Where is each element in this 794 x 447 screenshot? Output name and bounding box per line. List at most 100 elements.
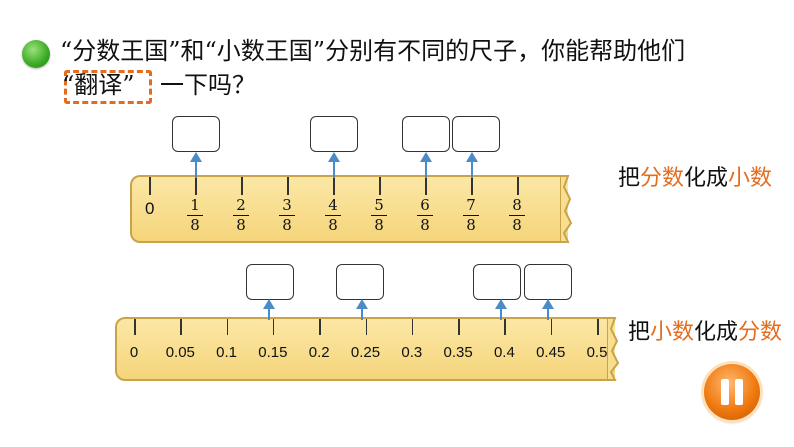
question-line-2: 一下吗？ [160, 71, 256, 99]
fraction-bar [233, 215, 249, 216]
fraction-denominator: 8 [374, 216, 384, 234]
pause-icon [721, 379, 729, 405]
arrow-line-6-8 [425, 160, 427, 178]
fraction-bar [509, 215, 525, 216]
fraction-denominator: 8 [328, 216, 338, 234]
fraction-denominator: 8 [282, 216, 292, 234]
highlight-dashed-box [64, 70, 152, 104]
arrow-up-icon [263, 299, 275, 309]
answer-box-4-8[interactable] [310, 116, 358, 152]
fraction-numerator: 2 [236, 196, 246, 214]
fraction-ruler-torn-end [560, 175, 573, 243]
fraction-bar [417, 215, 433, 216]
arrow-line-0-45 [547, 307, 549, 320]
ruler-tick [180, 319, 182, 335]
arrow-line-0-4 [500, 307, 502, 320]
pause-button[interactable] [704, 364, 760, 420]
ruler-tick [425, 177, 427, 195]
arrow-up-icon [356, 299, 368, 309]
arrow-line-0-25 [361, 307, 363, 320]
decimal-tick-label: 0.3 [401, 344, 423, 361]
ruler-tick [517, 177, 519, 195]
fraction-bar [325, 215, 341, 216]
answer-box-0-4[interactable] [473, 264, 521, 300]
green-bullet-icon [22, 40, 50, 68]
arrow-line-7-8 [471, 160, 473, 178]
fraction-denominator: 8 [236, 216, 246, 234]
ruler-tick [411, 319, 414, 335]
fraction-denominator: 8 [466, 216, 476, 234]
decimal-tick-label: 0.45 [536, 344, 566, 361]
arrow-line-4-8 [333, 160, 335, 178]
ruler-tick [597, 319, 599, 335]
answer-box-0-15[interactable] [246, 264, 294, 300]
ruler-tick [226, 319, 229, 335]
arrow-up-icon [190, 152, 202, 162]
arrow-up-icon [328, 152, 340, 162]
fraction-denominator: 8 [512, 216, 522, 234]
fraction-ruler-zero-label: 0 [145, 199, 155, 218]
fraction-denominator: 8 [420, 216, 430, 234]
decimal-tick-label: 0.4 [493, 344, 515, 361]
answer-box-0-25[interactable] [336, 264, 384, 300]
decimal-tick-label: 0.25 [350, 344, 381, 361]
ruler-tick [458, 319, 460, 335]
decimal-tick-label: 0.5 [586, 344, 608, 361]
pause-icon [735, 379, 743, 405]
ruler-tick [504, 319, 506, 335]
answer-box-1-8[interactable] [172, 116, 220, 152]
fraction-denominator: 8 [190, 216, 200, 234]
decimal-to-fraction-label: 把小数化成分数 [628, 314, 782, 346]
decimal-tick-label: 0.05 [165, 344, 195, 361]
ruler-tick [379, 177, 381, 195]
ruler-tick [134, 319, 136, 335]
decimal-tick-label: 0.2 [308, 344, 330, 361]
label-to: 小数 [728, 165, 773, 190]
fraction-numerator: 4 [328, 196, 338, 214]
label-from: 分数 [640, 165, 685, 190]
ruler-tick [241, 177, 243, 195]
fraction-numerator: 5 [374, 196, 384, 214]
label-to: 分数 [738, 319, 783, 344]
ruler-tick [471, 177, 473, 195]
fraction-numerator: 8 [512, 196, 522, 214]
answer-box-0-45[interactable] [524, 264, 572, 300]
fraction-numerator: 3 [282, 196, 292, 214]
decimal-tick-label: 0.35 [443, 344, 473, 361]
fraction-numerator: 1 [190, 196, 200, 214]
ruler-tick [272, 319, 275, 335]
decimal-ruler-torn-end [607, 317, 620, 381]
fraction-numerator: 7 [466, 196, 476, 214]
fraction-bar [279, 215, 295, 216]
ruler-tick [195, 177, 197, 195]
answer-box-6-8[interactable] [402, 116, 450, 152]
ruler-tick [149, 177, 151, 195]
label-mid: 化成 [684, 165, 729, 190]
ruler-tick [333, 177, 335, 195]
label-from: 小数 [650, 319, 695, 344]
fraction-bar [371, 215, 387, 216]
fraction-to-decimal-label: 把分数化成小数 [618, 160, 772, 192]
answer-box-7-8[interactable] [452, 116, 500, 152]
ruler-tick [550, 319, 553, 335]
arrow-up-icon [495, 299, 507, 309]
arrow-up-icon [466, 152, 478, 162]
decimal-tick-label: 0.15 [258, 344, 288, 361]
decimal-ruler [115, 317, 615, 381]
arrow-line-1-8 [195, 160, 197, 178]
fraction-bar [187, 215, 203, 216]
label-prefix: 把 [618, 165, 641, 190]
question-highlight-word: “翻译” [62, 71, 135, 99]
label-prefix: 把 [628, 319, 651, 344]
arrow-up-icon [542, 299, 554, 309]
decimal-tick-label: 0 [129, 344, 139, 361]
question-line-1: “分数王国”和“小数王国”分别有不同的尺子，你能帮助他们 [60, 37, 686, 65]
label-mid: 化成 [694, 319, 739, 344]
arrow-up-icon [420, 152, 432, 162]
